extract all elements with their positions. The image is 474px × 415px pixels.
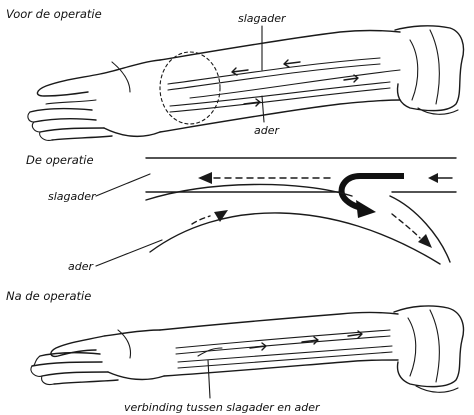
label-artery-operation: slagader [48, 190, 97, 203]
surgery-area-circle [160, 52, 220, 124]
panel-operation-title: De operatie [26, 153, 94, 167]
panel-after-title: Na de operatie [6, 289, 91, 303]
leader-vein-operation [96, 240, 162, 266]
leader-artery-operation [96, 174, 150, 196]
artery-flow-arrow [198, 172, 212, 184]
arm-after [31, 306, 464, 392]
panel-before-title: Voor de operatie [6, 7, 102, 21]
panel-operation: De operatie slagader ader [26, 153, 456, 273]
vein-wall-lower [150, 213, 440, 264]
label-vein-operation: ader [68, 260, 94, 273]
label-artery-before: slagader [238, 12, 287, 25]
arm-before [28, 26, 464, 141]
label-connection: verbinding tussen slagader en ader [124, 401, 321, 414]
panel-before: Voor de operatie [6, 7, 464, 140]
panel-after: Na de operatie [6, 289, 463, 414]
label-vein-before: ader [254, 124, 280, 137]
leader-vein-before [262, 96, 264, 122]
